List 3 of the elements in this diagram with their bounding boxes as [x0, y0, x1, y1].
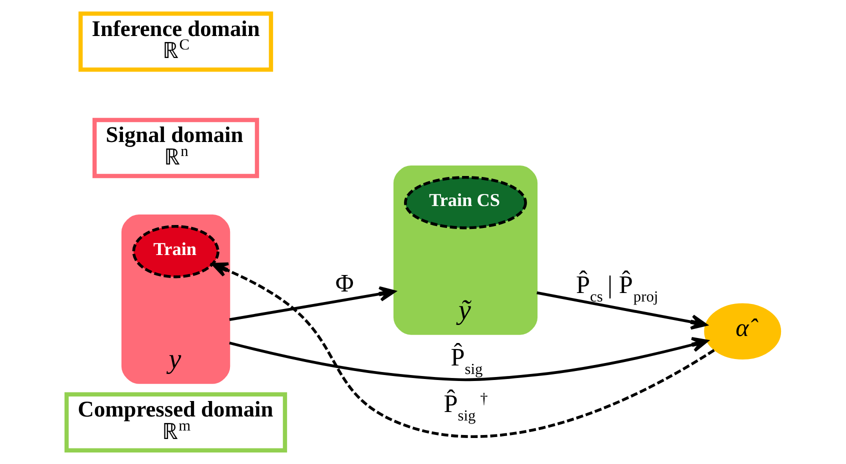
edge-label: P̂$_{cs}$ | P̂$_{proj}$ [576, 272, 658, 306]
edge-label: P̂$_{sig}$ [450, 344, 482, 378]
edge-label: Φ [334, 270, 354, 298]
